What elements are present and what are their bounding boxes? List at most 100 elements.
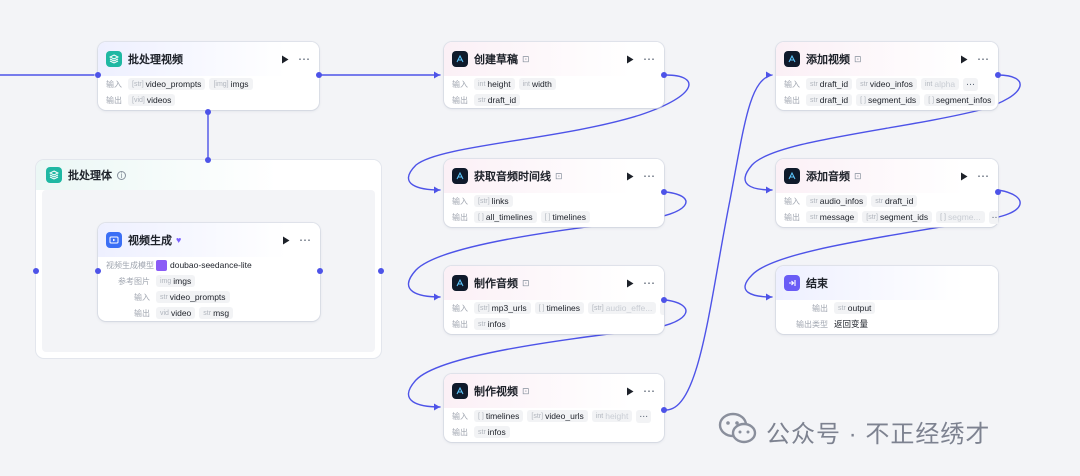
run-button[interactable]	[623, 276, 637, 290]
plugin-icon	[784, 51, 800, 67]
output-port[interactable]	[661, 189, 667, 195]
node-video-gen[interactable]: 视频生成 ♥ ⋯ 视频生成模型 doubao-seedance-lite 参考图…	[98, 223, 320, 321]
group-output-port[interactable]	[378, 268, 384, 274]
output-port[interactable]	[661, 407, 667, 413]
video-gen-icon	[106, 232, 122, 248]
node-title: 添加音频	[806, 171, 850, 183]
wechat-icon	[718, 412, 758, 451]
output-port[interactable]	[661, 72, 667, 78]
run-button[interactable]	[623, 52, 637, 66]
edge-draft-timeline	[407, 74, 690, 191]
node-title: 获取音频时间线	[474, 171, 551, 183]
more-menu-button[interactable]: ⋯	[643, 276, 656, 290]
more-menu-button[interactable]: ⋯	[643, 52, 656, 66]
output-port[interactable]	[995, 72, 1001, 78]
plugin-tag-icon: ⊡	[522, 385, 530, 396]
param-chip: [str]links	[474, 195, 513, 207]
param-chip: [ ]timelines	[540, 211, 591, 223]
run-button[interactable]	[623, 169, 637, 183]
plugin-tag-icon: ⊡	[522, 53, 530, 64]
group-input-port[interactable]	[33, 268, 39, 274]
model-icon	[156, 259, 167, 271]
param-chip: [str]video_urls	[527, 410, 588, 422]
param-chip: [img]imgs	[209, 78, 253, 90]
more-menu-button[interactable]: ⋯	[977, 52, 990, 66]
param-chip: [ ]timelines	[534, 302, 585, 314]
param-chip: [str]video_prompts	[128, 78, 206, 90]
run-button[interactable]	[278, 52, 292, 66]
node-make-audio[interactable]: 制作音频 ⊡ ⋯ 输入 [str]mp3_urls [ ]timelines […	[444, 266, 664, 334]
more-menu-button[interactable]: ⋯	[643, 169, 656, 183]
input-port[interactable]	[95, 268, 101, 274]
plugin-tag-icon: ⊡	[522, 277, 530, 288]
batch-port[interactable]	[205, 109, 211, 115]
more-menu-button[interactable]: ⋯	[977, 169, 990, 183]
output-port[interactable]	[995, 189, 1001, 195]
run-button[interactable]	[623, 384, 637, 398]
node-batch-video[interactable]: 批处理视频 ⋯ 输入 [str]video_prompts [img]imgs …	[98, 42, 319, 110]
plugin-tag-icon: ⊡	[854, 170, 862, 181]
end-icon	[784, 275, 800, 291]
edge-audio-video	[407, 299, 687, 408]
more-params-button[interactable]: ⋯	[636, 409, 651, 423]
more-menu-button[interactable]: ⋯	[298, 52, 311, 66]
more-params-button[interactable]: ⋯	[988, 210, 998, 224]
node-title: 添加视频	[806, 54, 850, 66]
param-chip: [ ]all_timelines	[474, 211, 537, 223]
plugin-icon	[452, 275, 468, 291]
param-chip: [str]audio_effe...	[588, 302, 657, 314]
run-button[interactable]	[957, 52, 971, 66]
output-type-value: 返回变量	[834, 319, 869, 329]
more-menu-button[interactable]: ⋯	[643, 384, 656, 398]
node-title: 视频生成	[128, 235, 172, 247]
more-params-button[interactable]: ⋯	[660, 301, 664, 315]
more-params-button[interactable]: ⋯	[963, 77, 978, 91]
output-port[interactable]	[661, 297, 667, 303]
premium-icon: ♥	[176, 235, 182, 245]
plugin-tag-icon: ⊡	[854, 53, 862, 64]
more-menu-button[interactable]: ⋯	[299, 233, 312, 247]
param-chip: [vid]videos	[128, 94, 176, 106]
plugin-tag-icon: ⊡	[555, 170, 563, 181]
output-port[interactable]	[317, 268, 323, 274]
plugin-icon	[452, 51, 468, 67]
group-top-port[interactable]	[205, 157, 211, 163]
param-chip: [ ]segme...	[936, 211, 985, 223]
node-audio-timeline[interactable]: 获取音频时间线 ⊡ ⋯ 输入 [str]links 输出 [ ]all_time…	[444, 159, 664, 227]
run-button[interactable]	[279, 233, 293, 247]
param-chip: [ ]timelines	[474, 410, 524, 422]
edge-addvideo-addaudio	[744, 74, 1021, 191]
group-title: 批处理体	[68, 170, 112, 182]
param-chip: [str]segment_ids	[862, 211, 933, 223]
node-make-video[interactable]: 制作视频 ⊡ ⋯ 输入 [ ]timelines [str]video_urls…	[444, 374, 664, 442]
run-button[interactable]	[957, 169, 971, 183]
param-chip: [ ]segment_ids	[856, 94, 921, 106]
input-port[interactable]	[95, 72, 101, 78]
plugin-icon	[784, 168, 800, 184]
watermark-text: 公众号 · 不正经绣才	[766, 421, 991, 448]
node-title: 制作音频	[474, 278, 518, 290]
output-port[interactable]	[316, 72, 322, 78]
model-name: doubao-seedance-lite	[170, 260, 252, 270]
info-icon[interactable]: i	[117, 170, 126, 180]
